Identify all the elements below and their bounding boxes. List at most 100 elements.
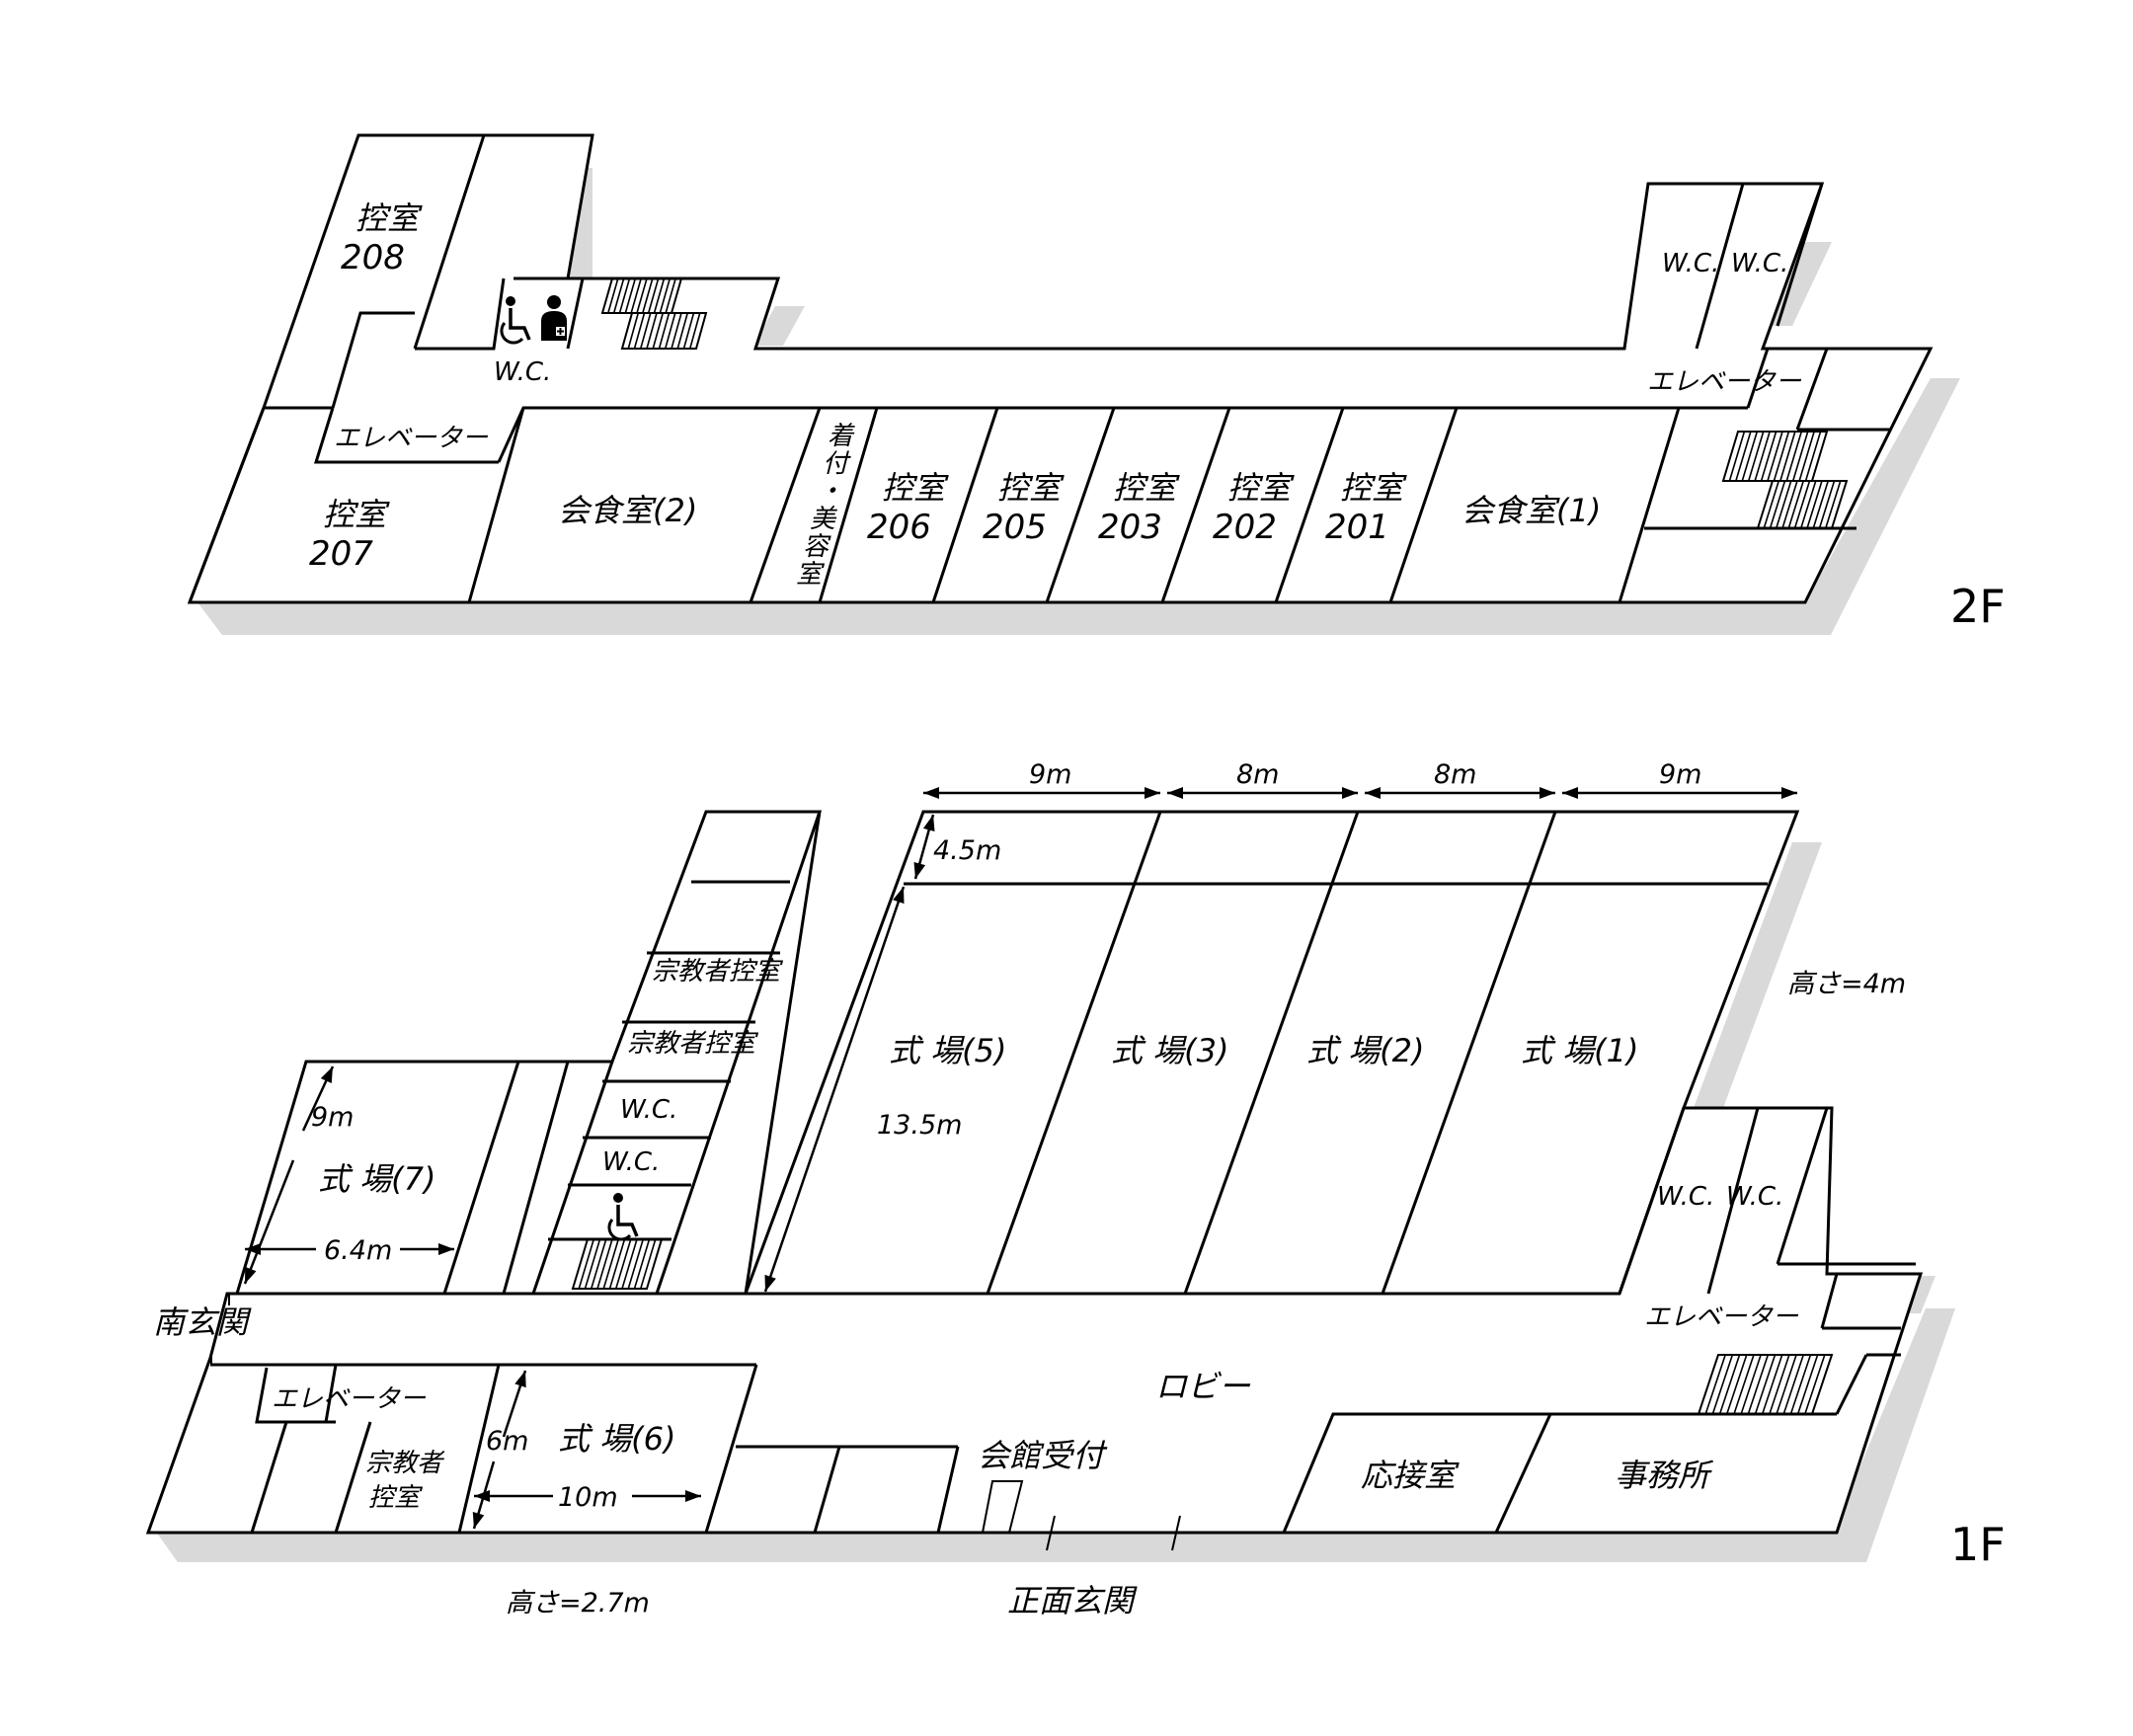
stair-2f-right-lower-step xyxy=(1763,480,1780,529)
floor-label-1f: 1F xyxy=(1950,1518,2006,1571)
dimension-arrows xyxy=(243,787,1797,1530)
room-206-name: 控室 xyxy=(882,469,949,507)
elevator-label-1f-left: エレベーター xyxy=(272,1384,427,1414)
hall-1: 式 場(1) xyxy=(1521,1032,1639,1069)
wc-label-1f-right-a: W.C. xyxy=(1657,1182,1714,1212)
dim-13-5m: 13.5m xyxy=(877,1110,962,1141)
floor-2-stairs-left xyxy=(600,277,708,350)
stair-1f-left-step xyxy=(602,1238,620,1290)
stair-1f-right-step xyxy=(1718,1354,1741,1415)
dim-arrow-8m-b-head xyxy=(1365,787,1381,799)
dim-arrow-10m-b-head xyxy=(685,1490,701,1502)
stair-1f-left-step xyxy=(590,1238,607,1290)
room-203-name: 控室 xyxy=(1113,469,1180,507)
dim-arrow-10m-a-head xyxy=(474,1490,490,1502)
dim-9m-hall7: 9m xyxy=(311,1102,354,1133)
floor-2-shadow-main xyxy=(198,378,1960,635)
room-203-number: 203 xyxy=(1098,508,1162,547)
stair-2f-right-upper-step xyxy=(1804,431,1822,482)
dim-8m-b: 8m xyxy=(1434,759,1476,790)
stair-1f-left-step xyxy=(608,1238,626,1290)
reception-counter: 会館受付 xyxy=(978,1437,1108,1474)
stair-1f-right-step xyxy=(1711,1354,1734,1415)
dim-4-5m: 4.5m xyxy=(933,835,1001,866)
elevator-label-1f-right: エレベーター xyxy=(1644,1302,1799,1332)
kitsuke-char-4: 美 xyxy=(810,505,838,534)
stair-2f-left-upper-step xyxy=(636,277,648,314)
floor-1-clergy-wing xyxy=(234,810,823,1296)
room-206-number: 206 xyxy=(867,508,931,547)
stair-2f-left-upper-step xyxy=(630,277,642,314)
dim-6-4m: 6.4m xyxy=(324,1235,392,1266)
room-208-name: 控室 xyxy=(356,199,423,237)
wheelchair-icon xyxy=(500,296,531,345)
dim-8m-a: 8m xyxy=(1236,759,1279,790)
dim-arrow-8m-a-head xyxy=(1167,787,1183,799)
wc-label-2f-right-b: W.C. xyxy=(1731,249,1788,278)
stair-2f-left-lower-step xyxy=(627,312,640,350)
dim-arrow-6m-a-head xyxy=(514,1371,526,1388)
stair-2f-right-lower-step xyxy=(1799,480,1817,529)
stair-1f-right-step xyxy=(1804,1354,1826,1415)
floor-1-partitions xyxy=(210,811,1916,1551)
room-202-name: 控室 xyxy=(1227,469,1295,507)
stair-2f-left-lower-step xyxy=(664,312,676,350)
stair-1f-left-step xyxy=(621,1238,638,1290)
dim-arrow-6-4m-b-head xyxy=(438,1243,454,1255)
dim-arrow-13-5m xyxy=(763,886,906,1293)
floor-1: 9m 8m 8m 9m 4.5m 13.5m 高さ=4m 式 場(5) 式 場(… xyxy=(145,759,2006,1619)
hall-6: 式 場(6) xyxy=(558,1420,676,1458)
stair-1f-left-step xyxy=(578,1238,595,1290)
stair-2f-right-upper-step xyxy=(1760,431,1778,482)
stair-2f-right-lower-step xyxy=(1781,480,1798,529)
room-201-name: 控室 xyxy=(1340,469,1407,507)
room-207-name: 控室 xyxy=(323,496,390,533)
stair-1f-left-step xyxy=(584,1238,601,1290)
dim-arrow-4-5m-head xyxy=(922,815,935,832)
dining-room-2: 会食室(2) xyxy=(558,492,697,529)
clergy-room-3-a: 宗教者 xyxy=(365,1449,445,1478)
kitsuke-char-2: 付 xyxy=(823,449,851,479)
wc-label-1f-a: W.C. xyxy=(620,1095,677,1125)
dim-6m: 6m xyxy=(486,1426,528,1457)
stair-1f-right-step xyxy=(1733,1354,1755,1415)
office: 事務所 xyxy=(1615,1457,1714,1494)
stair-2f-right-lower-step xyxy=(1824,480,1842,529)
dim-arrow-6-4m-a-head xyxy=(245,1243,261,1255)
clergy-room-2: 宗教者控室 xyxy=(627,1029,759,1059)
hall-7: 式 場(7) xyxy=(318,1160,436,1198)
south-entrance: 南玄関 xyxy=(153,1303,252,1341)
room-205-name: 控室 xyxy=(997,469,1065,507)
floor-1-stairs-left xyxy=(571,1238,664,1290)
stair-1f-right-step xyxy=(1776,1354,1797,1415)
dining-room-1: 会食室(1) xyxy=(1462,492,1601,529)
stair-1f-right-step xyxy=(1769,1354,1790,1415)
stair-1f-left-step xyxy=(633,1238,651,1290)
stair-1f-left-step xyxy=(614,1238,632,1290)
wc-label-2f-right-a: W.C. xyxy=(1662,249,1719,278)
stair-1f-right-step xyxy=(1704,1354,1726,1415)
room-207-number: 207 xyxy=(309,534,373,574)
stair-2f-right-lower-step xyxy=(1793,480,1811,529)
hall-3: 式 場(3) xyxy=(1111,1032,1229,1069)
dim-arrow-6m-b-head xyxy=(472,1511,485,1529)
kitsuke-char-1: 着 xyxy=(828,422,855,451)
floor-2-shadow-wc xyxy=(1763,242,1832,326)
dim-9m-a: 9m xyxy=(1029,759,1071,790)
stair-2f-right-lower-step xyxy=(1812,480,1830,529)
stair-2f-left-lower-step xyxy=(646,312,658,350)
floor-1-shadow-main xyxy=(153,1308,1955,1562)
clergy-room-3-b: 控室 xyxy=(368,1483,424,1513)
wc-label-1f-right-b: W.C. xyxy=(1726,1182,1783,1212)
stair-2f-left-lower-step xyxy=(652,312,665,350)
main-entrance: 正面玄関 xyxy=(1007,1582,1138,1619)
height-main: 高さ=4m xyxy=(1787,969,1906,999)
stair-2f-right-upper-step xyxy=(1785,431,1803,482)
dim-arrow-9m-b-head xyxy=(1781,787,1797,799)
wheelchair-icon-1f xyxy=(607,1193,639,1241)
dim-arrow-13-5m-head xyxy=(764,1274,776,1292)
floor-label-2f: 2F xyxy=(1950,580,2006,633)
stair-2f-right-upper-step xyxy=(1798,431,1815,482)
stair-2f-right-lower-step xyxy=(1775,480,1792,529)
